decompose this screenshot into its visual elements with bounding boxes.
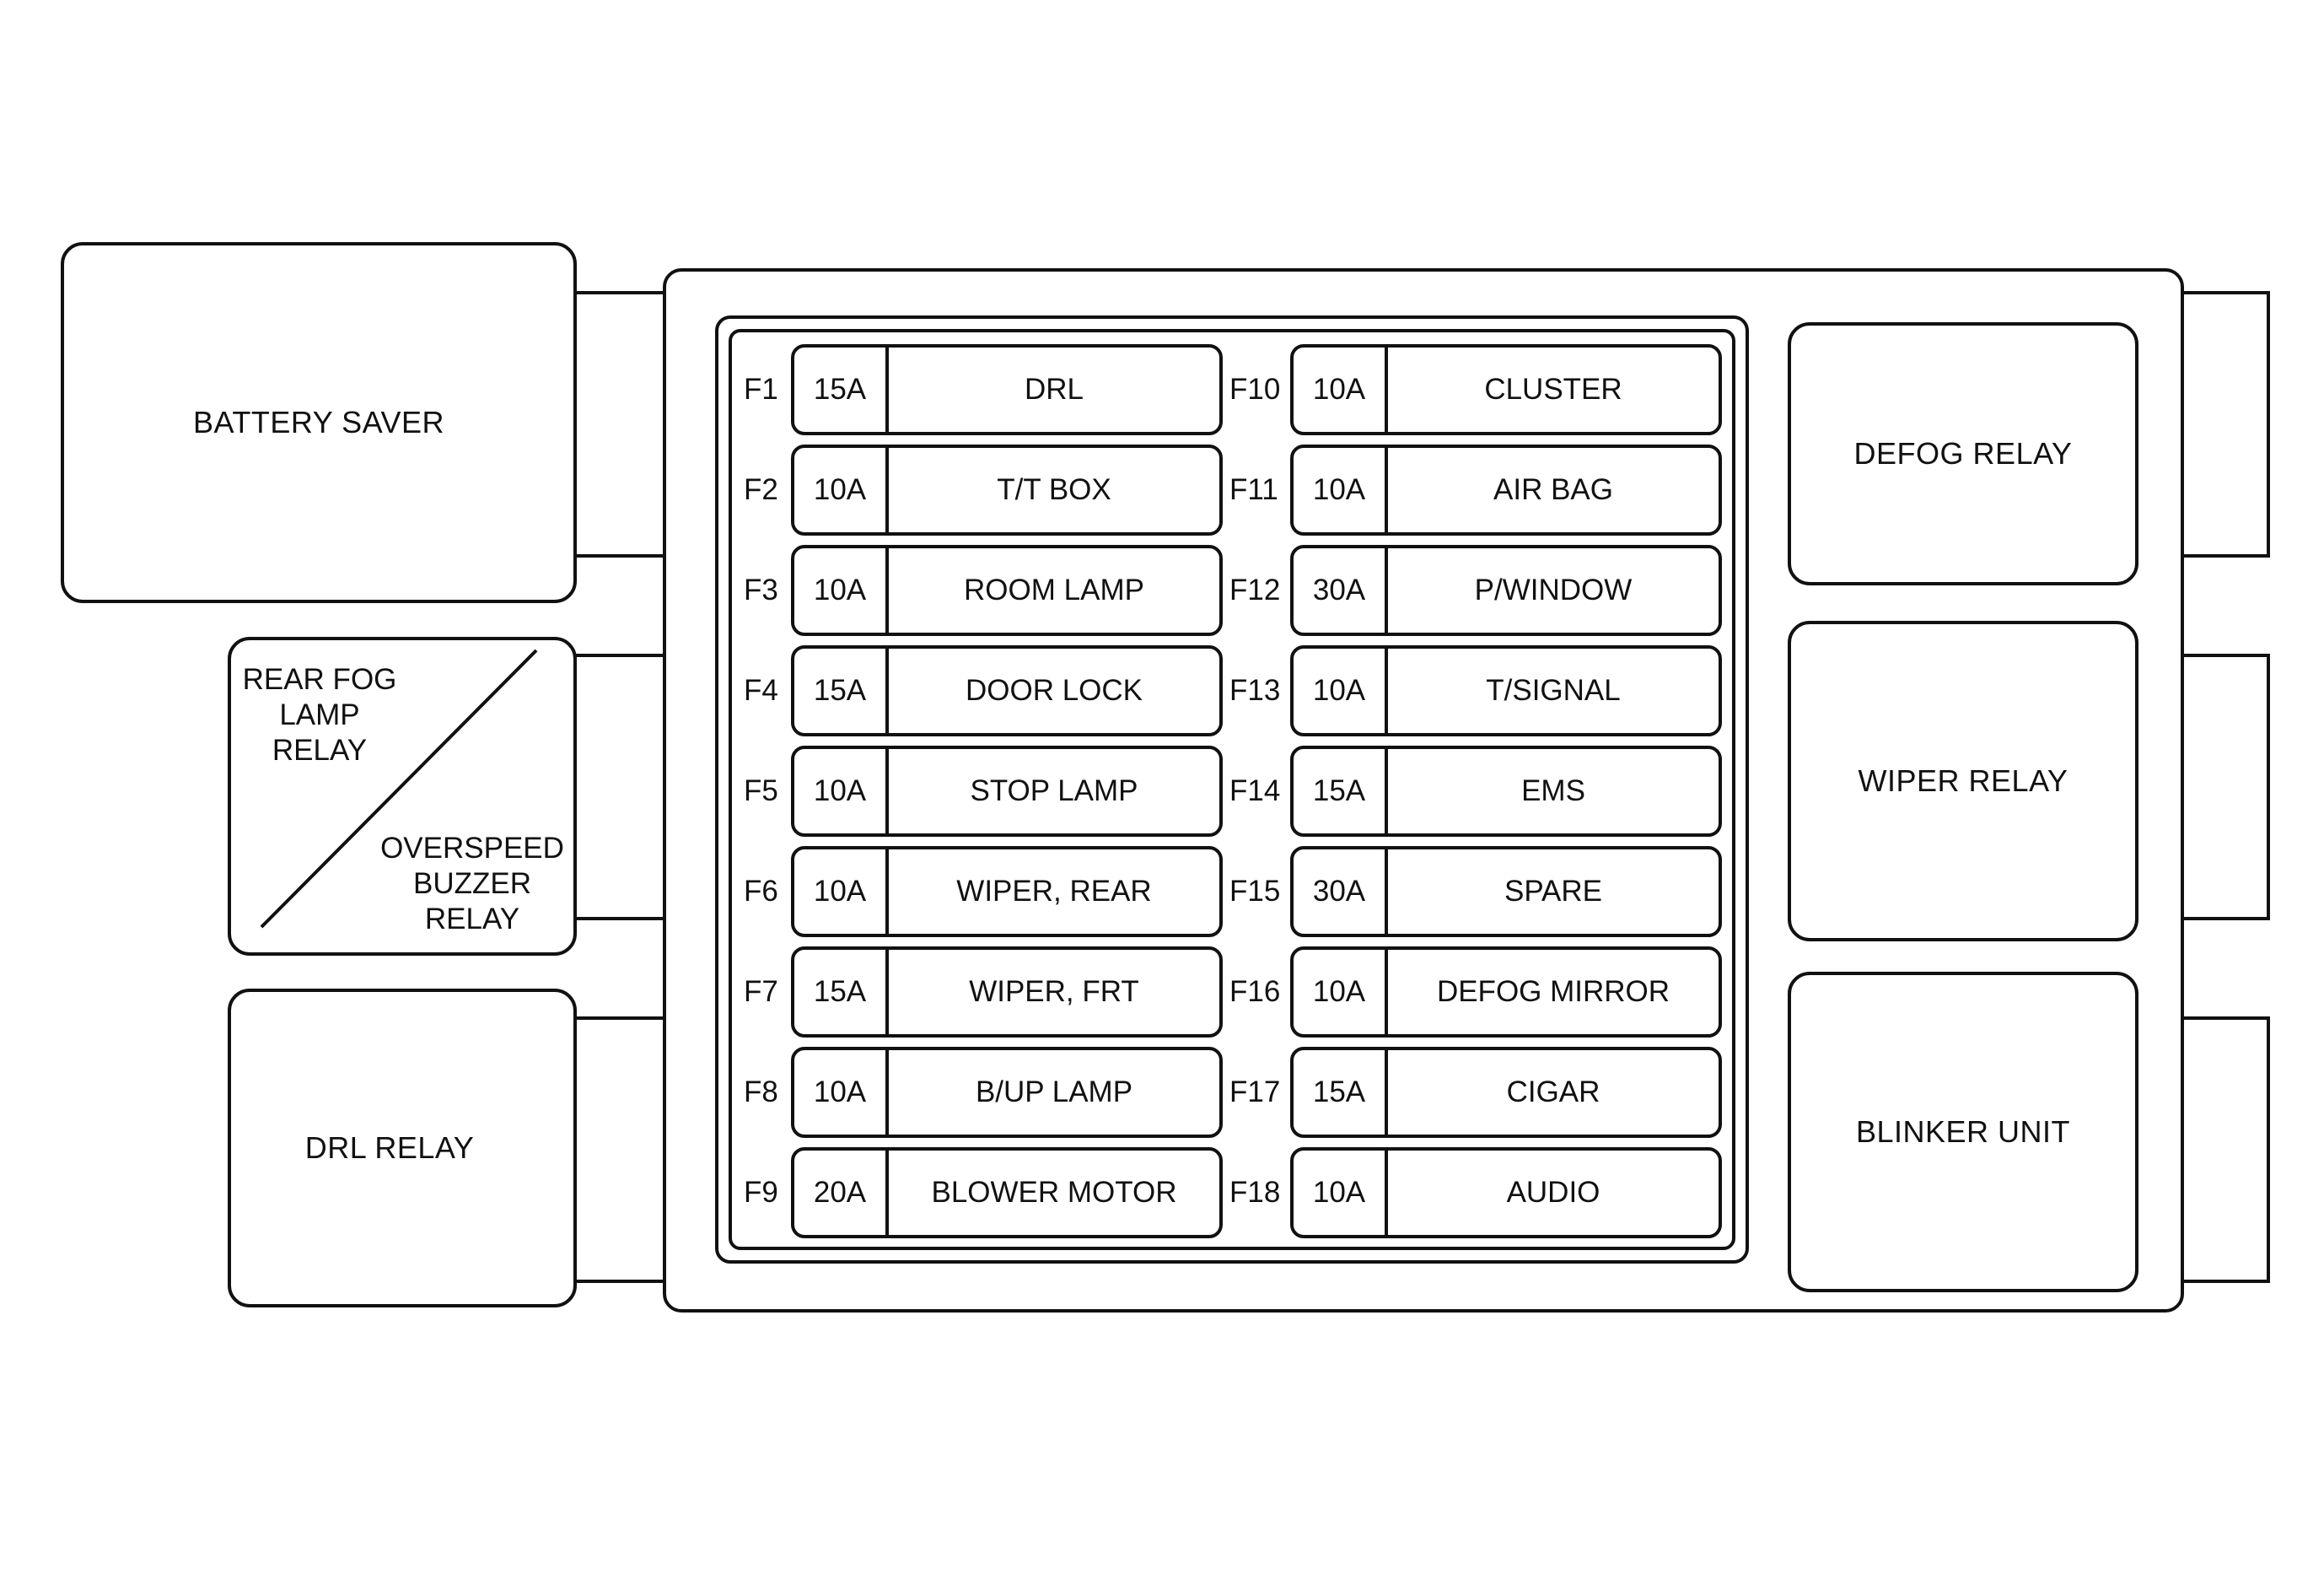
fuse-amperage: 10A — [1294, 950, 1388, 1034]
fuse-circuit-name: WIPER, REAR — [956, 875, 1152, 908]
rear-fog-line-3: RELAY — [272, 734, 368, 767]
fuse-id-label: F12 — [1229, 574, 1281, 606]
fuse-slot: 10A AUDIO — [1290, 1147, 1722, 1238]
fuse-amperage: 10A — [1294, 1151, 1388, 1235]
fuse-amperage: 30A — [1294, 849, 1388, 934]
fuse-slot: 15A CIGAR — [1290, 1047, 1722, 1138]
wiper-relay-connector — [2179, 654, 2270, 920]
fuse-amperage: 20A — [794, 1151, 889, 1235]
fuse-circuit-name: B/UP LAMP — [975, 1075, 1133, 1108]
rear-fog-overspeed-relay: REAR FOG LAMP RELAY OVERSPEED BUZZER REL… — [228, 637, 577, 956]
divider-diagonal — [260, 649, 538, 929]
defog-relay: DEFOG RELAY — [1788, 322, 2138, 585]
fuse-id-label: F14 — [1229, 774, 1281, 807]
fuse-id-label: F7 — [744, 975, 778, 1008]
rear-fog-lamp-relay-label: REAR FOG LAMP RELAY — [239, 662, 400, 768]
fuse-slot: 10A T/SIGNAL — [1290, 645, 1722, 736]
fuse-circuit-name: AIR BAG — [1493, 473, 1613, 506]
fuse-circuit-name: T/SIGNAL — [1486, 674, 1621, 707]
fuse-slot: 15A EMS — [1290, 746, 1722, 837]
fuse-slot: 30A SPARE — [1290, 846, 1722, 937]
fuse-amperage: 10A — [1294, 649, 1388, 733]
drl-relay: DRL RELAY — [228, 989, 577, 1307]
fuse-amperage: 15A — [1294, 749, 1388, 833]
fuse-circuit-name: AUDIO — [1506, 1176, 1600, 1209]
fuse-amperage: 10A — [1294, 448, 1388, 532]
fuse-slot: 10A WIPER, REAR — [791, 846, 1223, 937]
battery-saver-relay: BATTERY SAVER — [61, 242, 577, 603]
fuse-circuit-name: CLUSTER — [1484, 373, 1622, 406]
fuse-slot: 10A ROOM LAMP — [791, 545, 1223, 636]
battery-saver-label: BATTERY SAVER — [193, 405, 444, 439]
rear-fog-line-1: REAR FOG — [242, 663, 397, 696]
fuse-amperage: 15A — [794, 950, 889, 1034]
fuse-id-label: F16 — [1229, 975, 1281, 1008]
rear-fog-line-2: LAMP — [279, 698, 360, 731]
fuse-id-label: F17 — [1229, 1075, 1281, 1108]
fuse-circuit-name: DOOR LOCK — [965, 674, 1143, 707]
fuse-amperage: 15A — [1294, 1050, 1388, 1135]
wiper-relay-label: WIPER RELAY — [1858, 763, 2068, 798]
drl-relay-connector — [573, 1016, 664, 1283]
fuse-amperage: 15A — [794, 348, 889, 432]
drl-relay-label: DRL RELAY — [304, 1130, 475, 1165]
fuse-slot: 15A WIPER, FRT — [791, 946, 1223, 1038]
fuse-id-label: F2 — [744, 473, 778, 506]
fuse-circuit-name: P/WINDOW — [1474, 574, 1633, 606]
fuse-slot: 15A DOOR LOCK — [791, 645, 1223, 736]
fuse-slot: 15A DRL — [791, 344, 1223, 435]
fuse-amperage: 10A — [794, 849, 889, 934]
fuse-circuit-name: STOP LAMP — [970, 774, 1138, 807]
fuse-id-label: F11 — [1229, 473, 1278, 506]
fuse-id-label: F4 — [744, 674, 778, 707]
fuse-id-label: F18 — [1229, 1176, 1281, 1209]
fuse-slot: 10A T/T BOX — [791, 445, 1223, 536]
fuse-slot: 10A DEFOG MIRROR — [1290, 946, 1722, 1038]
overspeed-line-1: OVERSPEED — [380, 832, 564, 865]
fuse-slot: 10A AIR BAG — [1290, 445, 1722, 536]
fuse-id-label: F15 — [1229, 875, 1281, 908]
blinker-unit: BLINKER UNIT — [1788, 972, 2138, 1292]
fuse-id-label: F3 — [744, 574, 778, 606]
overspeed-line-2: BUZZER — [413, 867, 531, 900]
fuse-circuit-name: DRL — [1024, 373, 1084, 406]
battery-saver-connector — [573, 291, 664, 558]
fuse-amperage: 10A — [1294, 348, 1388, 432]
overspeed-buzzer-relay-label: OVERSPEED BUZZER RELAY — [379, 831, 565, 937]
defog-relay-connector — [2179, 291, 2270, 558]
fuse-slot: 10A STOP LAMP — [791, 746, 1223, 837]
fuse-amperage: 15A — [794, 649, 889, 733]
fuse-id-label: F5 — [744, 774, 778, 807]
blinker-unit-connector — [2179, 1016, 2270, 1283]
fuse-circuit-name: DEFOG MIRROR — [1436, 975, 1670, 1008]
fuse-amperage: 10A — [794, 548, 889, 633]
fuse-id-label: F1 — [744, 373, 778, 406]
fuse-slot: 20A BLOWER MOTOR — [791, 1147, 1223, 1238]
fuse-id-label: F6 — [744, 875, 778, 908]
fuse-circuit-name: ROOM LAMP — [964, 574, 1144, 606]
fuse-amperage: 10A — [794, 448, 889, 532]
fuse-id-label: F13 — [1229, 674, 1281, 707]
defog-relay-label: DEFOG RELAY — [1853, 436, 2073, 471]
fuse-circuit-name: CIGAR — [1506, 1075, 1600, 1108]
fuse-id-label: F8 — [744, 1075, 778, 1108]
fuse-amperage: 30A — [1294, 548, 1388, 633]
fuse-slot: 30A P/WINDOW — [1290, 545, 1722, 636]
fuse-circuit-name: WIPER, FRT — [969, 975, 1139, 1008]
rear-fog-relay-connector — [573, 654, 664, 920]
overspeed-line-3: RELAY — [424, 903, 520, 935]
wiper-relay: WIPER RELAY — [1788, 621, 2138, 941]
fuse-circuit-name: BLOWER MOTOR — [931, 1176, 1177, 1209]
fuse-circuit-name: T/T BOX — [997, 473, 1111, 506]
fuse-amperage: 10A — [794, 1050, 889, 1135]
fuse-amperage: 10A — [794, 749, 889, 833]
fuse-id-label: F10 — [1229, 373, 1281, 406]
fuse-id-label: F9 — [744, 1176, 778, 1209]
fuse-slot: 10A CLUSTER — [1290, 344, 1722, 435]
fuse-slot: 10A B/UP LAMP — [791, 1047, 1223, 1138]
fuse-circuit-name: SPARE — [1504, 875, 1603, 908]
blinker-unit-label: BLINKER UNIT — [1855, 1114, 2071, 1149]
fuse-circuit-name: EMS — [1521, 774, 1585, 807]
